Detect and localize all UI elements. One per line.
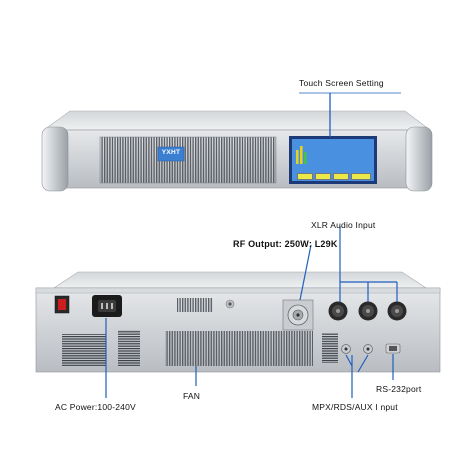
left-handle bbox=[41, 126, 69, 192]
front-top-cover bbox=[43, 110, 431, 131]
screen-button-2[interactable] bbox=[315, 173, 331, 180]
rs232-callout: RS-232port bbox=[376, 384, 422, 394]
screen-button-4[interactable] bbox=[351, 173, 371, 180]
right-handle bbox=[405, 126, 433, 192]
logo-panel bbox=[157, 146, 185, 162]
screen-button-1[interactable] bbox=[297, 173, 313, 180]
xlr-input-mpx bbox=[387, 301, 407, 321]
xlr-input-left bbox=[328, 301, 348, 321]
mpx-rds-aux-callout: MPX/RDS/AUX I nput bbox=[312, 402, 398, 412]
xlr-audio-callout: XLR Audio Input bbox=[311, 220, 376, 230]
screen-button-3[interactable] bbox=[333, 173, 349, 180]
rear-left-vent bbox=[62, 334, 106, 366]
rear-top-vent bbox=[177, 298, 213, 312]
ac-power-callout: AC Power:100-240V bbox=[55, 402, 136, 412]
rear-top-cover bbox=[53, 271, 427, 289]
fan-grille bbox=[165, 331, 313, 366]
touch-screen-callout: Touch Screen Setting bbox=[299, 78, 384, 88]
front-vent-grille bbox=[100, 137, 276, 183]
front-logo-text: YXHT bbox=[161, 149, 181, 156]
rf-output-callout: RF Output: 250W: L29K bbox=[233, 239, 338, 249]
fan-callout: FAN bbox=[183, 391, 201, 401]
xlr-input-right bbox=[358, 301, 378, 321]
